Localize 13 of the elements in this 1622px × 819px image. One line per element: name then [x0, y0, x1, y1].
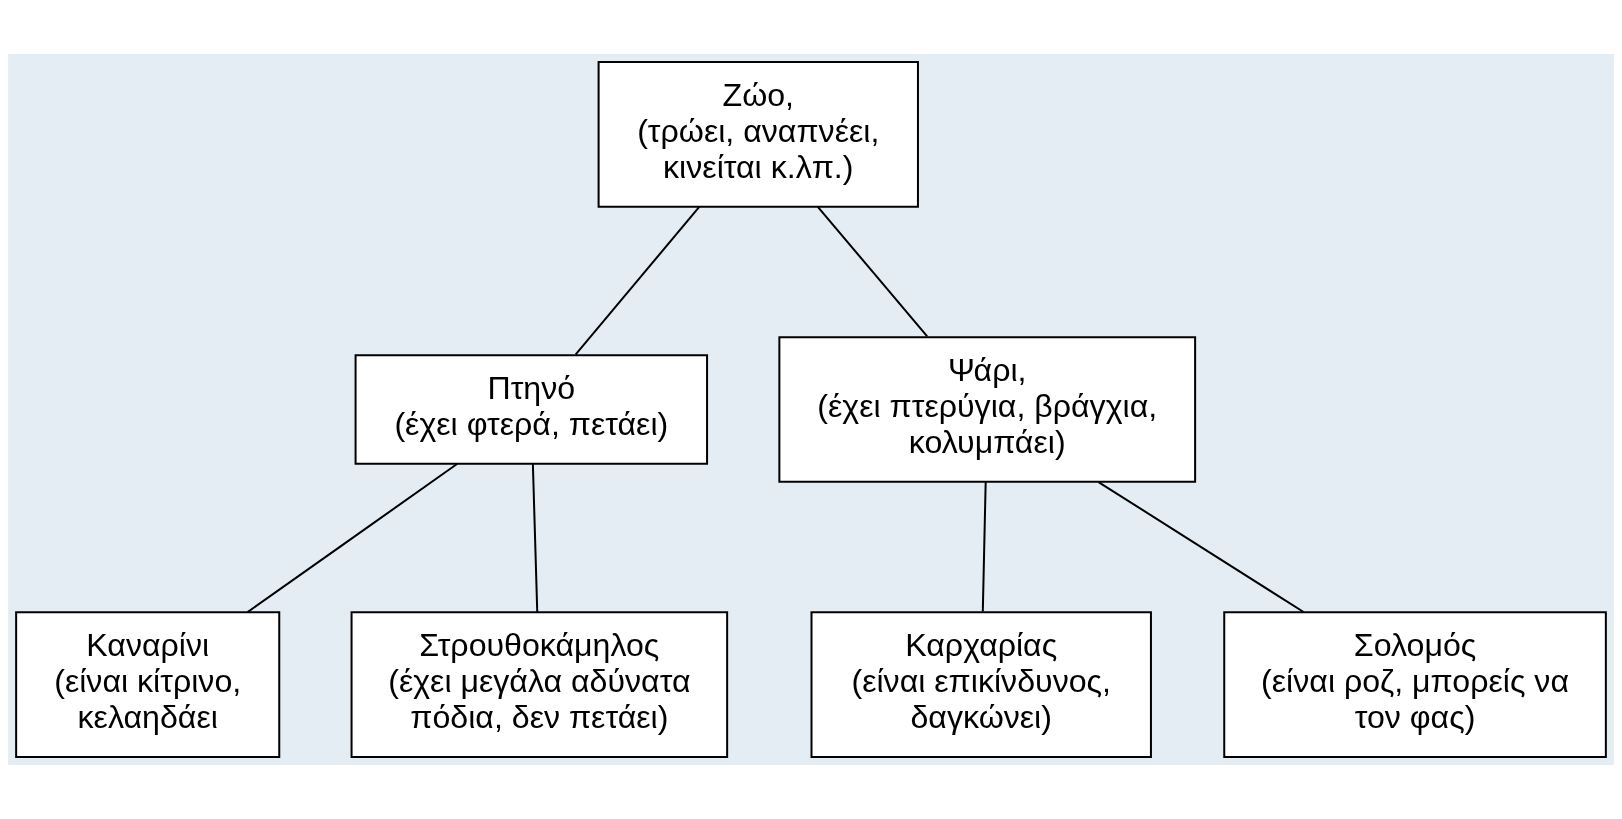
connector [574, 206, 701, 356]
node-box: Σολομός (είναι ροζ, μπορείς να τον φας) [1223, 611, 1607, 758]
connector [531, 463, 539, 613]
node-box: Πτηνό (έχει φτερά, πετάει) [354, 354, 709, 465]
node-box: Καρχαρίας (είναι επικίνδυνος, δαγκώνει) [810, 611, 1152, 758]
connector [817, 206, 928, 337]
connector [981, 482, 987, 612]
node-box: Καναρίνι (είναι κίτρινο, κελαηδάει [15, 611, 281, 758]
connector [247, 462, 458, 613]
node-box: Στρουθοκάμηλος (έχει μεγάλα αδύνατα πόδια, δεν πετάει) [350, 611, 729, 758]
node-box: Ψάρι, (έχει πτερύγια, βράγχια, κολυμπάει) [778, 336, 1197, 483]
connector [1098, 481, 1305, 613]
node-box: Ζώο, (τρώει, αναπνέει, κινείται κ.λπ.) [597, 61, 919, 208]
